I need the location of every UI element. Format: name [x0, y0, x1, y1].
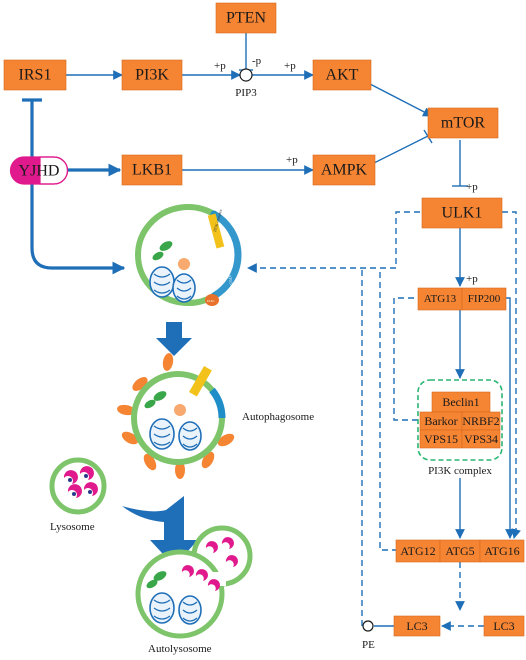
- node-atg13: ATG13: [417, 287, 463, 311]
- akt-to-mtor: [369, 83, 433, 117]
- autophagosome-illustration: Autophagosome: [117, 353, 314, 479]
- node-ampk: AMPK: [312, 154, 376, 186]
- plus-p-pi3k: +p: [214, 60, 226, 72]
- node-yjhd: YJHD: [9, 156, 69, 185]
- node-atg13-label: ATG13: [424, 293, 457, 305]
- dashed-feedback-1: [393, 297, 418, 421]
- stage-arrow-2: [122, 496, 198, 566]
- node-vps15-label: VPS15: [424, 432, 458, 446]
- lysosome-illustration: Lysosome: [49, 457, 107, 533]
- node-irs1-label: IRS1: [19, 67, 52, 84]
- node-ulk1: ULK1: [421, 197, 503, 229]
- node-lc3-left: LC3: [393, 615, 441, 637]
- node-yjhd-label: YJHD: [19, 163, 60, 180]
- node-ampk-label: AMPK: [321, 162, 368, 179]
- node-lkb1-label: LKB1: [132, 162, 172, 179]
- node-fip200-label: FIP200: [468, 293, 501, 305]
- node-pi3k-label: PI3K: [135, 67, 169, 84]
- node-barkor-label: Barkor: [424, 414, 457, 428]
- yjhd-to-phagophore: [30, 184, 126, 275]
- pip3-label: PIP3: [235, 87, 257, 99]
- pe-label: PE: [362, 639, 375, 651]
- fip200-to-atg16: [504, 297, 515, 539]
- node-akt: AKT: [312, 59, 372, 91]
- minus-p-pten: -p: [252, 55, 262, 67]
- node-mtor-label: mTOR: [441, 115, 485, 132]
- autolysosome-label: Autolysosome: [148, 643, 212, 655]
- node-lc3-right: LC3: [483, 615, 525, 637]
- node-lkb1: LKB1: [121, 154, 183, 186]
- node-mtor: mTOR: [427, 107, 499, 139]
- membrane-tag-3: ULK1: [207, 299, 215, 303]
- node-vps34-label: VPS34: [464, 432, 498, 446]
- plus-p-ampk: +p: [286, 154, 298, 166]
- node-pten-label: PTEN: [226, 10, 266, 27]
- node-irs1: IRS1: [3, 59, 67, 91]
- pip3-node: PIP3 +p -p +p: [214, 55, 296, 99]
- membrane-tag-2: ATG12-ATG5-ATG16: [225, 261, 236, 297]
- pi3k-complex-group: Beclin1 Barkor NRBF2 VPS15 VPS34 PI3K co…: [417, 379, 503, 477]
- plus-p-ulk1: +p: [466, 181, 478, 193]
- node-atg12-5-16: ATG12 ATG5 ATG16: [395, 539, 525, 563]
- node-lc3-right-label: LC3: [493, 619, 514, 633]
- node-atg5-label: ATG5: [445, 544, 474, 558]
- node-nrbf2-label: NRBF2: [462, 414, 499, 428]
- autolysosome-illustration: Autolysosome: [135, 525, 253, 655]
- membrane-tag-1: PI3K complex: [212, 209, 223, 233]
- ulk1-dashed-to-atg16: [502, 211, 521, 539]
- stage-arrow-1: [156, 322, 192, 356]
- node-atg16-label: ATG16: [484, 544, 519, 558]
- node-pten: PTEN: [215, 2, 277, 34]
- node-akt-label: AKT: [326, 67, 359, 84]
- node-fip200: FIP200: [461, 287, 507, 311]
- node-beclin1-label: Beclin1: [442, 395, 479, 409]
- phagophore-illustration: PI3K complex ATG12-ATG5-ATG16 ULK1: [135, 204, 242, 306]
- ampk-inhibit-mtor: [371, 135, 429, 165]
- node-lc3-left-label: LC3: [406, 619, 427, 633]
- node-pi3k: PI3K: [121, 59, 183, 91]
- node-atg12-label: ATG12: [400, 544, 435, 558]
- lysosome-label: Lysosome: [50, 521, 95, 533]
- autophagosome-label: Autophagosome: [242, 411, 314, 423]
- node-ulk1-label: ULK1: [442, 205, 483, 222]
- dashed-feedback-2: [379, 268, 418, 551]
- plus-p-akt: +p: [284, 60, 296, 72]
- plus-p-atg13: +p: [466, 273, 478, 285]
- pe-node: PE: [362, 620, 375, 651]
- pi3k-complex-label: PI3K complex: [428, 465, 492, 477]
